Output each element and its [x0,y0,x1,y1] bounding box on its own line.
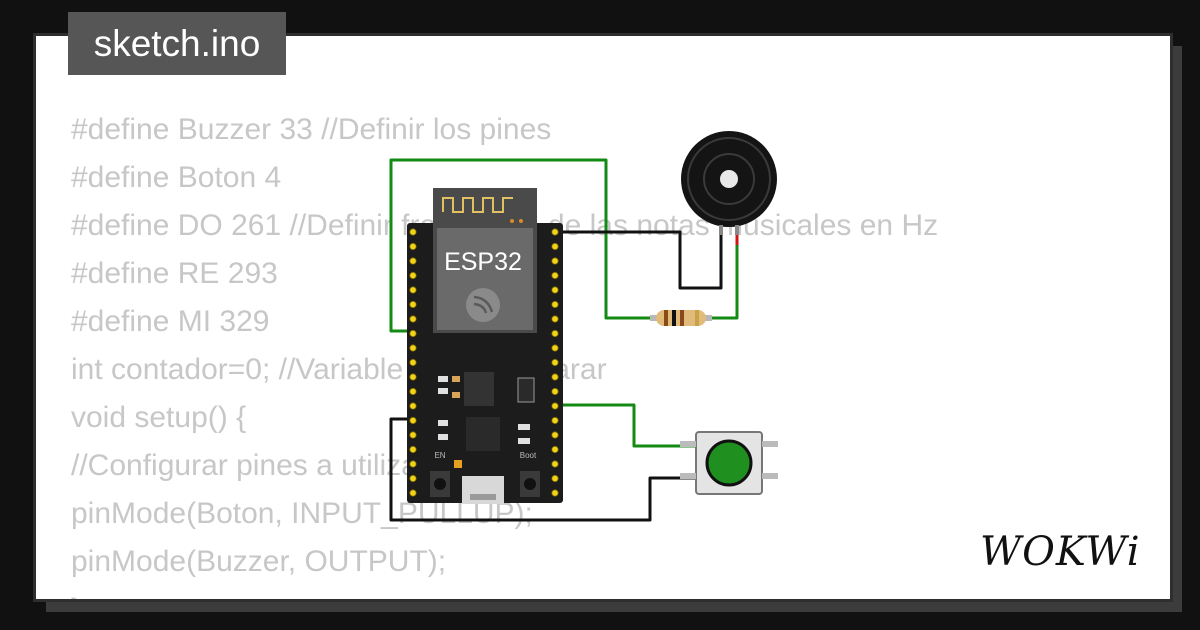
usb-chip [466,417,500,451]
header-pin [551,228,559,236]
header-pin [409,431,417,439]
buzzer [681,131,777,235]
voltage-regulator [464,372,494,406]
header-pin [409,344,417,352]
header-pin [551,373,559,381]
header-pin [551,271,559,280]
right-pin-header [551,228,559,497]
code-line: #define RE 293 [71,257,278,290]
header-pin [409,228,417,236]
header-pin [551,315,559,323]
header-pin [551,286,559,294]
header-pin [551,300,559,309]
header-pin [551,416,559,425]
wire-gnd-button [389,417,696,522]
header-pin [409,300,417,309]
header-pin [409,489,417,497]
header-pin [551,445,559,454]
header-pin [409,271,417,280]
code-line: #define Buzzer 33 //Definir los pines [71,113,552,146]
esp32-board: ESP32 EN Boot [407,188,563,504]
en-label: EN [434,451,445,460]
code-line: } [71,586,938,599]
header-pin [409,286,417,294]
wire-buzzer-pin [389,158,650,333]
esp32-label: ESP32 [444,248,522,276]
wire-gnd-buzzer [555,230,723,290]
header-pin [551,431,559,439]
code-line: void setup() { [71,401,247,434]
header-pin [551,257,559,265]
header-pin [409,242,417,251]
push-button [680,431,778,495]
header-pin [551,329,559,338]
header-pin [409,387,417,396]
header-pin [409,416,417,425]
espressif-logo-icon [466,288,500,322]
header-pin [551,242,559,251]
svg-text:WOKWi: WOKWi [980,529,1141,575]
file-tab[interactable]: sketch.ino [68,12,286,75]
boot-label: Boot [520,451,537,460]
header-pin [409,315,417,323]
header-pin [409,402,417,410]
code-preview: #define Buzzer 33 //Definir los pines #de… [71,106,938,599]
header-pin [551,460,559,468]
header-pin [409,445,417,454]
header-pin [409,474,417,483]
diagram-canvas[interactable]: #define Buzzer 33 //Definir los pines #de… [33,33,1173,602]
wire-resistor-buzzer [712,245,739,320]
code-line: pinMode(Buzzer, OUTPUT); [71,545,447,578]
header-pin [409,257,417,265]
wire-button-pin [555,403,696,448]
header-pin [551,344,559,352]
left-pin-header [409,228,417,497]
header-pin [409,329,417,338]
code-line: #define Boton 4 [71,161,282,194]
resistor [650,310,712,326]
header-pin [409,460,417,468]
header-pin [551,358,559,367]
header-pin [409,358,417,367]
header-pin [551,387,559,396]
header-pin [409,373,417,381]
header-pin [551,474,559,483]
header-pin [551,489,559,497]
file-tab-label: sketch.ino [93,22,261,64]
code-line: #define MI 329 [71,305,270,338]
wokwi-logo-icon[interactable]: WOKWi [978,525,1150,575]
header-pin [551,402,559,410]
